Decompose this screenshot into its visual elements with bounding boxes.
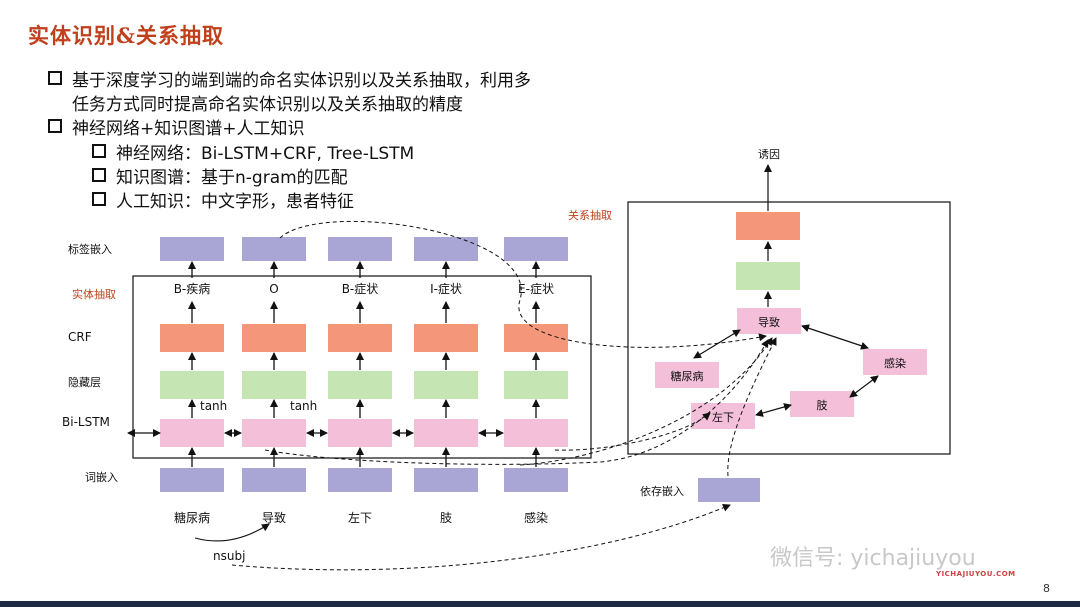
bullet-1-continued: 任务方式同时提高命名实体识别以及关系抽取的精度	[72, 94, 463, 116]
edge-root-infection	[801, 324, 869, 350]
bilstm-block	[242, 419, 306, 447]
dashed-link-limb	[519, 337, 773, 466]
label-embed-block	[414, 237, 478, 261]
watermark-sub: YICHAJIUYOU.COM	[936, 570, 1016, 578]
sub-bullet-1-text: 神经网络：Bi-LSTM+CRF, Tree-LSTM	[116, 144, 415, 164]
crf-block	[328, 324, 392, 352]
bullet-box-icon	[92, 168, 106, 182]
hidden-block	[328, 371, 392, 399]
relation-hidden-block	[736, 262, 800, 290]
dashed-link-bilstm-2	[554, 412, 711, 451]
bullet-box-icon	[48, 71, 62, 85]
word-embed-row-label: 词嵌入	[85, 471, 118, 484]
hidden-block	[504, 371, 568, 399]
tree-node-root	[737, 308, 801, 334]
label-embed-block	[328, 237, 392, 261]
word-label: 糖尿病	[174, 510, 210, 525]
crf-block	[504, 324, 568, 352]
relation-section-label: 关系抽取	[568, 208, 612, 222]
word-label: 感染	[524, 510, 548, 525]
word-label: 导致	[262, 511, 286, 525]
crf-block	[160, 324, 224, 352]
bullet-box-icon	[92, 192, 106, 206]
word-embed-block	[160, 468, 224, 492]
tag-label: B-疾病	[174, 281, 211, 296]
tree-node-root-label: 导致	[758, 315, 780, 329]
tree-node-limb-label: 肢	[817, 398, 828, 412]
edge-limb-lowerleft	[755, 403, 792, 417]
tree-node-limb	[790, 391, 854, 417]
nsubj-arc	[194, 523, 270, 542]
word-embed-block	[242, 468, 306, 492]
bilstm-block	[414, 419, 478, 447]
footer-bar	[0, 601, 1080, 607]
tag-label: I-症状	[430, 281, 462, 296]
edge-infection-limb	[849, 375, 879, 398]
cause-label: 诱因	[758, 148, 780, 161]
dashed-link-bilstm-1	[264, 339, 769, 465]
dep-embed-block	[698, 478, 760, 502]
bilstm-row-label: Bi-LSTM	[62, 415, 110, 429]
tree-node-diabetes-label: 糖尿病	[671, 369, 704, 383]
word-label: 左下	[348, 510, 372, 525]
crf-block	[414, 324, 478, 352]
tree-node-lowerleft-label: 左下	[712, 411, 734, 424]
label-embed-block	[504, 237, 568, 261]
relation-frame	[627, 201, 951, 455]
word-label: 肢	[440, 510, 452, 525]
bullet-2-text: 神经网络+知识图谱+人工知识	[72, 119, 305, 139]
sub-bullet-2-text: 知识图谱：基于n-gram的匹配	[116, 168, 348, 188]
bullet-1: 基于深度学习的端到端的命名实体识别以及关系抽取，利用多	[48, 70, 531, 92]
tanh-label-2: tanh	[290, 399, 317, 413]
bullet-1-text: 基于深度学习的端到端的命名实体识别以及关系抽取，利用多	[72, 71, 531, 91]
ner-row-label: 实体抽取	[72, 287, 116, 301]
tree-node-diabetes	[655, 362, 719, 388]
label-embed-block	[242, 237, 306, 261]
label-embed-block	[160, 237, 224, 261]
sub-bullet-3-text: 人工知识：中文字形，患者特征	[116, 192, 354, 212]
edge-root-diabetes	[693, 329, 741, 359]
tree-node-infection	[863, 349, 927, 375]
bullet-box-icon	[92, 144, 106, 158]
hidden-block	[160, 371, 224, 399]
hidden-block	[242, 371, 306, 399]
sub-bullet-2: 知识图谱：基于n-gram的匹配	[92, 167, 348, 189]
slide-title: 实体识别&关系抽取	[28, 23, 224, 48]
page-number: 8	[1043, 582, 1050, 595]
tree-node-infection-label: 感染	[884, 356, 906, 370]
bullet-box-icon	[48, 119, 62, 133]
watermark: 微信号: yichajiuyou	[770, 546, 976, 571]
tag-label: E-症状	[518, 281, 554, 296]
hidden-block	[414, 371, 478, 399]
nsubj-label: nsubj	[213, 549, 245, 563]
dashed-link-o-tag	[279, 220, 767, 348]
tag-label: O	[269, 282, 278, 296]
word-embed-block	[328, 468, 392, 492]
ner-frame	[132, 275, 592, 459]
dep-embed-label: 依存嵌入	[640, 484, 684, 498]
bilstm-block	[160, 419, 224, 447]
tanh-label-1: tanh	[200, 399, 227, 413]
relation-output-block	[736, 212, 800, 240]
bullet-1-continued-text: 任务方式同时提高命名实体识别以及关系抽取的精度	[72, 95, 463, 115]
word-embed-block	[504, 468, 568, 492]
bilstm-block	[504, 419, 568, 447]
bilstm-block	[328, 419, 392, 447]
crf-block	[242, 324, 306, 352]
dashed-links	[231, 220, 777, 571]
bullet-2: 神经网络+知识图谱+人工知识	[48, 118, 305, 140]
tree-node-lowerleft	[691, 403, 755, 429]
sub-bullet-1: 神经网络：Bi-LSTM+CRF, Tree-LSTM	[92, 143, 414, 165]
hidden-row-label: 隐藏层	[68, 376, 101, 389]
word-embed-block	[414, 468, 478, 492]
dashed-link-nsubj	[231, 504, 731, 571]
sub-bullet-3: 人工知识：中文字形，患者特征	[92, 191, 354, 213]
tag-label: B-症状	[342, 281, 379, 296]
crf-row-label: CRF	[68, 330, 92, 344]
label-embed-row-label: 标签嵌入	[68, 242, 112, 256]
